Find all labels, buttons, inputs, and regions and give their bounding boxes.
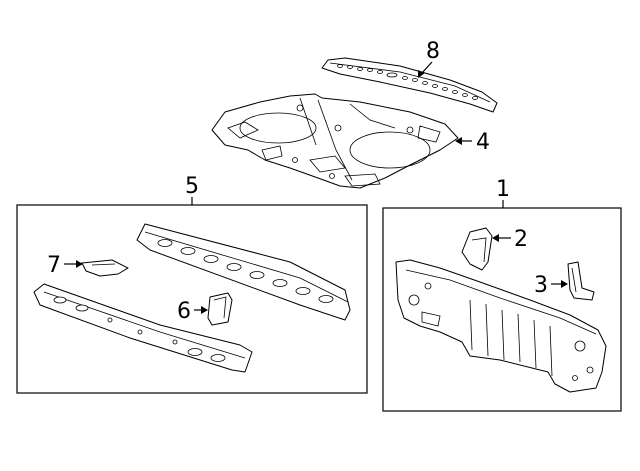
callout-4: 4	[455, 130, 490, 155]
callout-5: 5	[185, 174, 199, 205]
callout-8: 8	[418, 39, 440, 78]
part-8-shelf-bar	[321, 57, 498, 113]
part-7-gusset	[81, 259, 129, 277]
svg-text:4: 4	[476, 130, 490, 155]
svg-text:7: 7	[47, 253, 61, 278]
part-8-holes	[337, 64, 478, 100]
svg-text:8: 8	[426, 39, 440, 64]
callout-6: 6	[177, 299, 208, 324]
part-6-bracket	[207, 292, 233, 326]
part-5-lower-rail	[33, 283, 253, 373]
callout-2: 2	[492, 227, 528, 252]
part-2-bracket	[461, 227, 493, 271]
group-1-frame	[382, 207, 622, 412]
part-4-floor-pan	[211, 93, 459, 189]
callout-3: 3	[534, 273, 568, 298]
svg-text:5: 5	[185, 174, 199, 199]
callout-1: 1	[496, 177, 510, 208]
callout-7: 7	[47, 253, 83, 278]
svg-text:6: 6	[177, 299, 191, 324]
part-5-upper-rail	[136, 223, 351, 321]
part-3-l-bracket	[567, 261, 595, 301]
part-1-rear-panel	[395, 259, 607, 393]
svg-text:2: 2	[514, 227, 528, 252]
svg-text:1: 1	[496, 177, 510, 202]
svg-text:3: 3	[534, 273, 548, 298]
